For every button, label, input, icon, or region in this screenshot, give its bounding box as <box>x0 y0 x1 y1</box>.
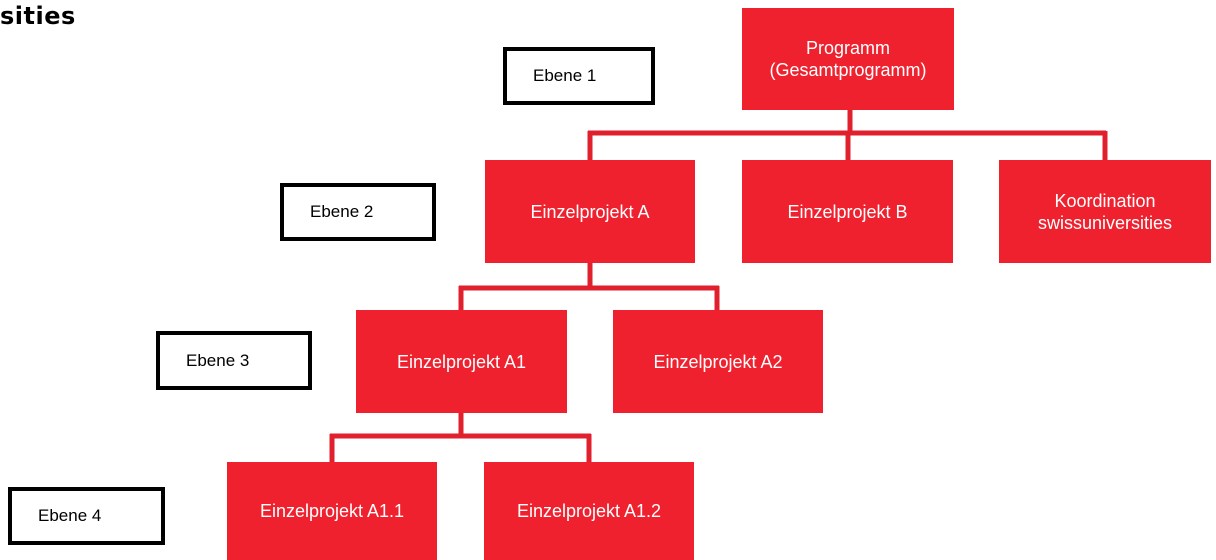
node-programm: Programm (Gesamtprogramm) <box>742 8 954 110</box>
node-einzelprojekt-b: Einzelprojekt B <box>742 160 953 263</box>
node-einzelprojekt-a: Einzelprojekt A <box>485 160 695 263</box>
node-einzelprojekt-a2: Einzelprojekt A2 <box>613 310 823 413</box>
swissuniversities-logo-fragment: sities <box>0 2 76 30</box>
node-einzelprojekt-a1-2: Einzelprojekt A1.2 <box>484 462 694 560</box>
level-label-3: Ebene 3 <box>156 331 312 390</box>
node-einzelprojekt-a1-1: Einzelprojekt A1.1 <box>227 462 437 560</box>
level-label-1: Ebene 1 <box>503 47 655 105</box>
level-label-4: Ebene 4 <box>8 487 165 545</box>
node-koordination: Koordination swissuniversities <box>999 160 1211 263</box>
node-einzelprojekt-a1: Einzelprojekt A1 <box>356 310 567 413</box>
level-label-2: Ebene 2 <box>280 183 436 241</box>
